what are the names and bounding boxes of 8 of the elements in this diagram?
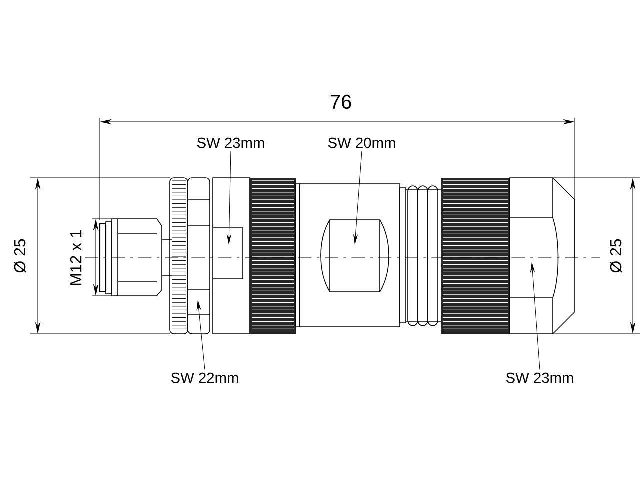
part-label: SW 23mm — [197, 138, 264, 148]
part-label: SW 22mm — [171, 372, 238, 384]
dimension-label: M12 x 1 — [70, 230, 82, 286]
dimension-label: 76 — [330, 94, 352, 110]
part-label: SW 23mm — [506, 372, 574, 384]
part-label: SW 20mm — [328, 138, 396, 148]
dimension-label: Ø 25 — [610, 239, 622, 273]
dimension-label: Ø 25 — [14, 239, 26, 273]
